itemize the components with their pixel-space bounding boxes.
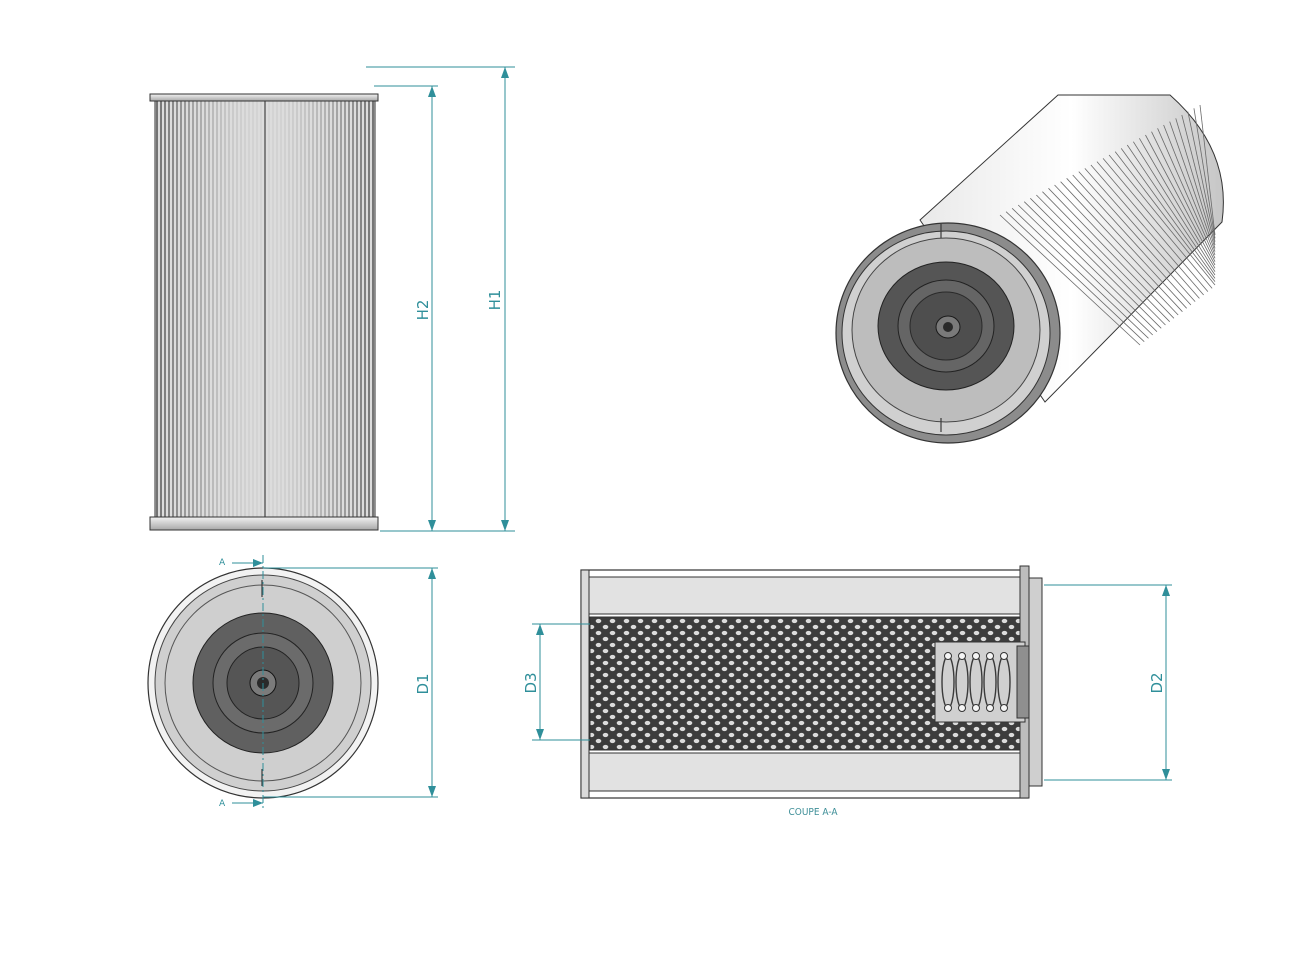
iso-pleat-line (1084, 168, 1200, 299)
iso-pleat-line (1060, 181, 1183, 312)
iso-pleat-line (1048, 188, 1175, 319)
d2-arrow-top (1162, 585, 1170, 596)
spring-wire-bottom (944, 704, 952, 712)
iso-pleat-line (1145, 134, 1216, 266)
section-marker-bottom: A (219, 799, 226, 809)
isometric-view (835, 94, 1224, 444)
front-view-pleats (156, 101, 374, 517)
d1-dimension: D1 (263, 567, 438, 798)
h1-label: H1 (486, 290, 504, 311)
spring-wire-bottom (972, 704, 980, 712)
section-marker-bottom-arrow (253, 799, 263, 807)
iso-pleat-line (1193, 108, 1216, 239)
section-top-media (587, 576, 1026, 615)
iso-pleat-line (1139, 138, 1216, 269)
d1-arrow-bottom (428, 786, 436, 797)
section-valve-seat (1016, 645, 1030, 719)
iso-pleat-line (1175, 118, 1216, 249)
d3-dimension: D3 (522, 623, 590, 741)
iso-pleat-line (1005, 211, 1145, 342)
spring-wire-top (972, 652, 980, 660)
iso-pleat-line (1181, 114, 1216, 246)
iso-pleat-line (999, 214, 1141, 346)
h2-label: H2 (414, 300, 432, 321)
iso-pleat-line (1187, 111, 1216, 242)
iso-pleat-line (1078, 171, 1196, 302)
iso-pleat-line (1054, 184, 1179, 316)
iso-pleats (999, 104, 1216, 346)
section-bottom-media (587, 752, 1026, 792)
iso-pleat-line (1102, 158, 1213, 289)
iso-pleat-line (1023, 201, 1158, 332)
iso-pleat-line (1114, 151, 1216, 282)
iso-pleat-line (1157, 128, 1216, 259)
iso-pleat-line (1017, 204, 1154, 336)
section-marker-top: A (219, 558, 226, 568)
d2-dimension: D2 (1044, 584, 1172, 781)
iso-pleat-line (1042, 191, 1170, 322)
iso-pleat-line (1011, 208, 1149, 339)
iso-pleat-line (1132, 141, 1216, 272)
iso-pleat-line (1030, 198, 1162, 329)
iso-pleat-line (1096, 161, 1209, 292)
d3-arrow-top (536, 624, 544, 635)
iso-pleat-line (1199, 104, 1216, 236)
section-left-wall (580, 569, 590, 799)
section-bypass-spring (941, 652, 1011, 712)
iso-pleat-line (1126, 144, 1216, 276)
section-caption: COUPE A-A (788, 807, 838, 818)
iso-pleat-line (1072, 174, 1192, 306)
d3-label: D3 (522, 672, 540, 693)
spring-wire-top (958, 652, 966, 660)
iso-pleat-line (1120, 148, 1216, 279)
h2-arrow-bottom (428, 520, 436, 531)
height-dimensions: H2 H1 (366, 66, 515, 532)
d2-label: D2 (1148, 672, 1166, 693)
front-view-top-cap (149, 93, 379, 102)
iso-pleat-line (1169, 121, 1216, 252)
iso-pleat-line (1066, 178, 1187, 309)
iso-pleat-line (1151, 131, 1216, 262)
iso-pleat-line (1036, 194, 1166, 326)
d1-label: D1 (414, 673, 432, 694)
spring-wire-bottom (958, 704, 966, 712)
spring-wire-top (1000, 652, 1008, 660)
h2-arrow-top (428, 86, 436, 97)
iso-hub-hole (943, 322, 953, 332)
spring-wire-bottom (1000, 704, 1008, 712)
h1-arrow-top (501, 67, 509, 78)
iso-pleat-line (1108, 154, 1216, 286)
front-view-bottom-cap (149, 516, 379, 531)
section-view (580, 565, 1043, 799)
spring-wire-top (986, 652, 994, 660)
h1-arrow-bottom (501, 520, 509, 531)
d2-arrow-bottom (1162, 769, 1170, 780)
iso-pleat-line (1090, 164, 1204, 296)
d1-arrow-top (428, 568, 436, 579)
spring-wire-top (944, 652, 952, 660)
iso-pleat-line (1163, 124, 1216, 256)
front-view (149, 93, 379, 531)
d3-arrow-bottom (536, 729, 544, 740)
spring-wire-bottom (986, 704, 994, 712)
section-marker-top-arrow (253, 559, 263, 567)
end-view: A A (147, 555, 379, 809)
